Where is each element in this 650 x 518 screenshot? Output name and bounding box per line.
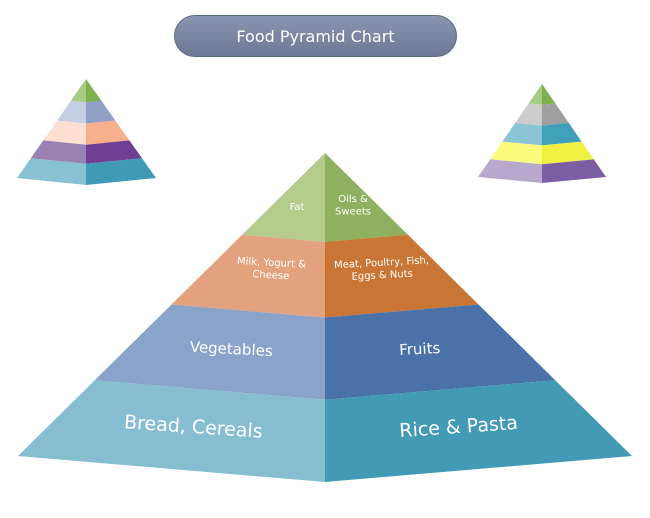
small-pyramid-left (17, 79, 156, 185)
main-level-3-right-label: Fruits (399, 339, 441, 359)
small-left-level-1-right-face (86, 79, 102, 103)
small-right-level-3-right-face (542, 123, 582, 146)
main-level-1-left-face (242, 153, 325, 242)
small-right-level-1-left-face (528, 84, 542, 105)
small-left-level-5-left-face (17, 158, 86, 185)
main-level-2-left-label: Milk, Yogurt &Cheese (236, 256, 306, 283)
small-left-level-5-right-face (86, 158, 156, 185)
small-right-level-4-right-face (542, 141, 594, 165)
main-level-2-right-label: Meat, Poultry, Fish,Eggs & Nuts (334, 255, 430, 283)
small-right-level-4-left-face (490, 141, 542, 165)
main-level-1-left-label: Fat (290, 202, 305, 213)
small-left-level-1-left-face (70, 79, 86, 103)
small-left-level-4-left-face (30, 140, 86, 164)
small-right-level-5-right-face (542, 159, 606, 183)
main-level-2-right-face (325, 234, 479, 318)
small-left-level-4-right-face (86, 140, 142, 164)
small-left-level-2-left-face (57, 100, 86, 124)
main-level-3-right-face (325, 304, 556, 400)
main-level-2-left-face (171, 234, 325, 318)
small-right-level-2-right-face (542, 103, 569, 126)
small-right-level-5-left-face (478, 159, 542, 183)
small-left-level-3-right-face (86, 120, 130, 145)
small-left-level-3-left-face (43, 120, 86, 145)
main-level-3-left-face (94, 304, 325, 400)
small-right-level-2-left-face (515, 103, 542, 126)
small-right-level-1-right-face (542, 84, 556, 105)
small-left-level-2-right-face (86, 100, 116, 124)
main-level-4-right-face (325, 380, 632, 482)
main-level-1-right-label: Oils &Sweets (335, 194, 371, 218)
main-level-4-left-face (18, 380, 325, 482)
chart-title: Food Pyramid Chart (174, 15, 457, 57)
small-right-level-3-left-face (502, 123, 542, 146)
main-level-1-right-face (325, 153, 408, 242)
main-level-3-left-label: Vegetables (189, 338, 273, 360)
small-pyramid-right (478, 84, 606, 183)
